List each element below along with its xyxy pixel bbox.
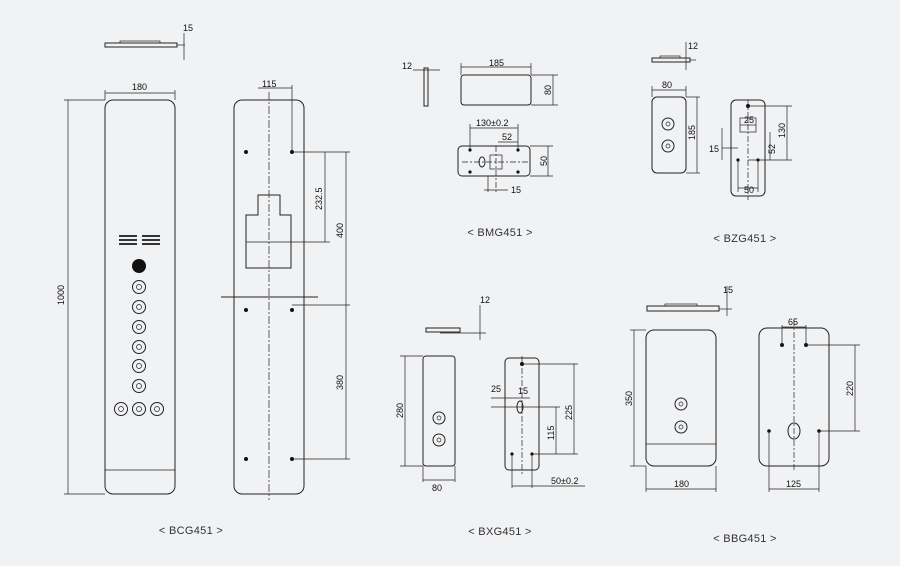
- bxg451-drawing: 12 280 80 25 15 2: [395, 295, 585, 493]
- bmg-side-view: 12: [402, 61, 440, 107]
- bcg-height-label: 1000: [56, 285, 66, 305]
- bzg451-drawing: 12 80 185 25 130: [651, 41, 792, 200]
- bcg451-caption: < BCG451 >: [158, 525, 224, 537]
- bzg-width-label: 80: [662, 80, 672, 90]
- bcg-side-view: 15: [104, 23, 193, 60]
- bbg-thickness-label: 15: [723, 285, 733, 295]
- bxg-span-label: 225: [564, 405, 574, 420]
- bzg-span-label: 130: [777, 123, 787, 138]
- bzg-back-view: 25 130 52 15 50: [709, 99, 792, 200]
- bzg451-caption: < BZG451 >: [713, 233, 777, 245]
- bbg-bottom-label: 125: [786, 479, 801, 489]
- bmg451-drawing: 12 185 80 130±0.2 52: [402, 58, 558, 195]
- bzg-top-label: 25: [744, 115, 754, 125]
- bmg-thickness-label: 12: [402, 61, 412, 71]
- bbg-side-view: 15: [646, 285, 733, 316]
- bxg-bottom-label: 50±0.2: [551, 476, 578, 486]
- bcg-front-panel: 180 1000: [56, 82, 176, 495]
- bcg-back-view: 115 232.5 400 380: [221, 79, 350, 500]
- bxg-width-label: 80: [432, 483, 442, 493]
- bmg-back-height-label: 50: [539, 156, 549, 166]
- bxg-mid-label: 15: [518, 386, 528, 396]
- bcg-thickness-label: 15: [183, 23, 193, 33]
- bmg-slot-label: 15: [511, 185, 521, 195]
- bxg-front-view: 280 80: [395, 355, 456, 493]
- bmg-offset-label: 52: [502, 132, 512, 142]
- bcg-back-offset-label: 115: [262, 79, 276, 89]
- bbg-span-label: 220: [845, 381, 855, 396]
- bbg-height-label: 350: [624, 391, 634, 406]
- bxg-height-label: 280: [395, 403, 405, 418]
- bmg-hole-span-label: 130±0.2: [476, 118, 508, 128]
- bxg451-caption: < BXG451 >: [468, 526, 532, 538]
- bxg-lower-label: 115: [546, 426, 556, 440]
- bzg-height-label: 185: [687, 125, 697, 140]
- bbg-width-label: 180: [674, 479, 689, 489]
- bzg-mid-label: 52: [767, 144, 777, 154]
- bxg-left-label: 25: [491, 384, 501, 394]
- bbg-top-label: 65: [788, 317, 798, 327]
- bcg-indicator-button: [132, 259, 146, 273]
- bzg-left-label: 15: [709, 144, 719, 154]
- bzg-front-view: 80 185: [651, 80, 700, 174]
- bcg-upper-span-label: 400: [335, 223, 345, 238]
- bcg-cutout-label: 232.5: [314, 187, 324, 210]
- bxg-side-view: 12: [425, 295, 490, 340]
- bzg-thickness-label: 12: [688, 41, 698, 51]
- bmg-width-label: 185: [489, 58, 504, 68]
- bcg-braille-grid: [119, 235, 160, 245]
- bzg-side-view: 12: [651, 41, 698, 70]
- bbg-front-view: 350 180: [624, 329, 717, 492]
- bbg-back-view: 65 220 125: [758, 317, 860, 492]
- bmg-height-label: 80: [543, 85, 553, 95]
- bcg-lower-span-label: 380: [335, 375, 345, 390]
- bbg451-caption: < BBG451 >: [713, 533, 777, 545]
- bmg-front-view: 185 80: [460, 58, 558, 106]
- bmg451-caption: < BMG451 >: [467, 227, 533, 239]
- bmg-back-view: 130±0.2 52 50 15: [457, 118, 553, 195]
- bzg-bottom-label: 50: [744, 185, 754, 195]
- bbg451-drawing: 15 350 180 65: [624, 285, 860, 492]
- bcg-floor-buttons: [114, 280, 164, 416]
- bcg-width-label: 180: [132, 82, 147, 92]
- bcg451-drawing: 15 180 1000: [56, 23, 350, 500]
- bxg-back-view: 25 15 225 115 50±0.2: [491, 356, 585, 488]
- bxg-thickness-label: 12: [480, 295, 490, 305]
